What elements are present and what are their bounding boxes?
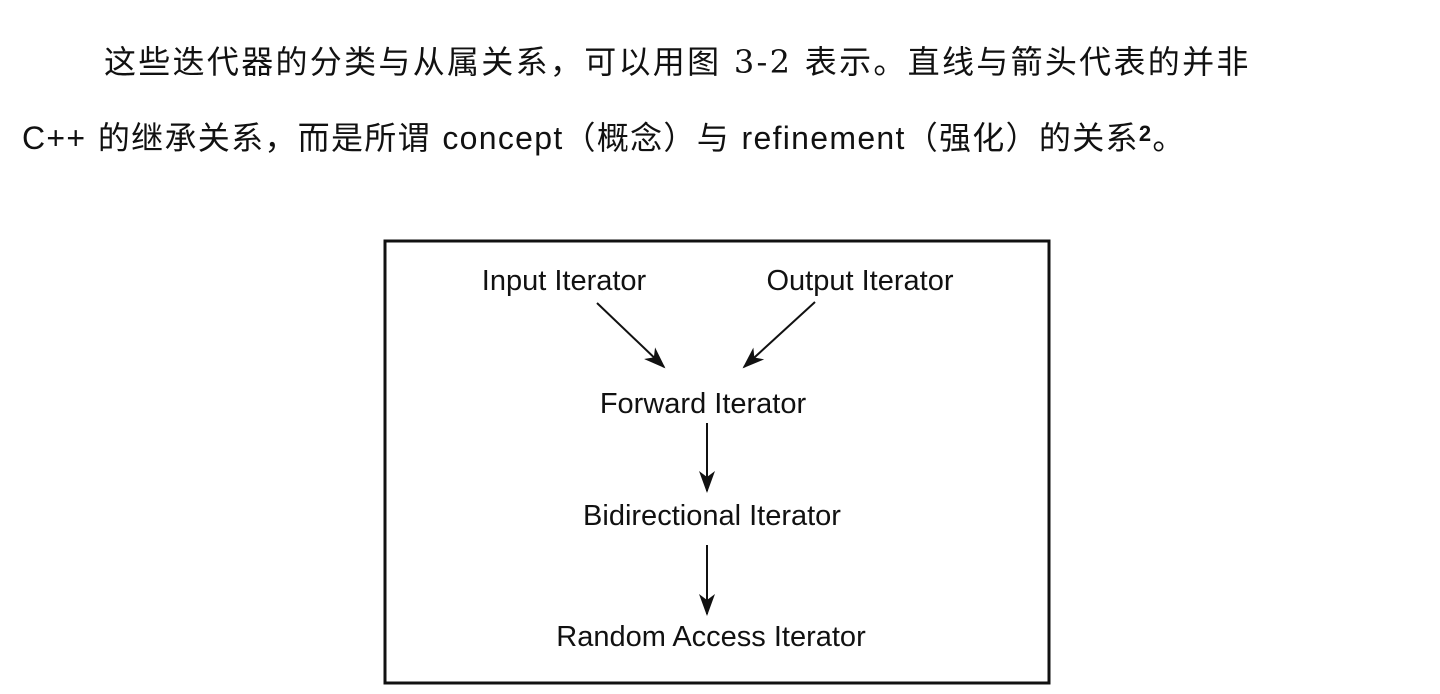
paragraph-line-2: C++ 的继承关系，而是所谓 concept（概念）与 refinement（强… (22, 114, 1186, 158)
node-input-iterator: Input Iterator (482, 265, 647, 297)
concept-gloss: （概念）与 (563, 119, 742, 157)
diagram-frame (383, 239, 1051, 685)
arrow-output-to-forward (742, 301, 816, 369)
paragraph-line-1: 这些迭代器的分类与从属关系，可以用图 3-2 表示。直线与箭头代表的并非 (104, 43, 1251, 81)
cpp-term: C++ (22, 120, 87, 156)
node-random-access-iterator: Random Access Iterator (556, 621, 866, 653)
concept-term: concept (442, 120, 564, 156)
line2-text-1: 的继承关系，而是所谓 (86, 119, 443, 157)
node-bidirectional-iterator: Bidirectional Iterator (583, 500, 841, 532)
footnote-reference: 2 (1138, 121, 1153, 146)
arrow-input-to-forward (596, 302, 666, 369)
refinement-term: refinement (741, 120, 906, 156)
node-forward-iterator: Forward Iterator (600, 388, 807, 420)
refinement-gloss: （强化）的关系 (905, 119, 1139, 157)
end-punctuation: 。 (1152, 119, 1186, 157)
node-output-iterator: Output Iterator (767, 265, 954, 297)
